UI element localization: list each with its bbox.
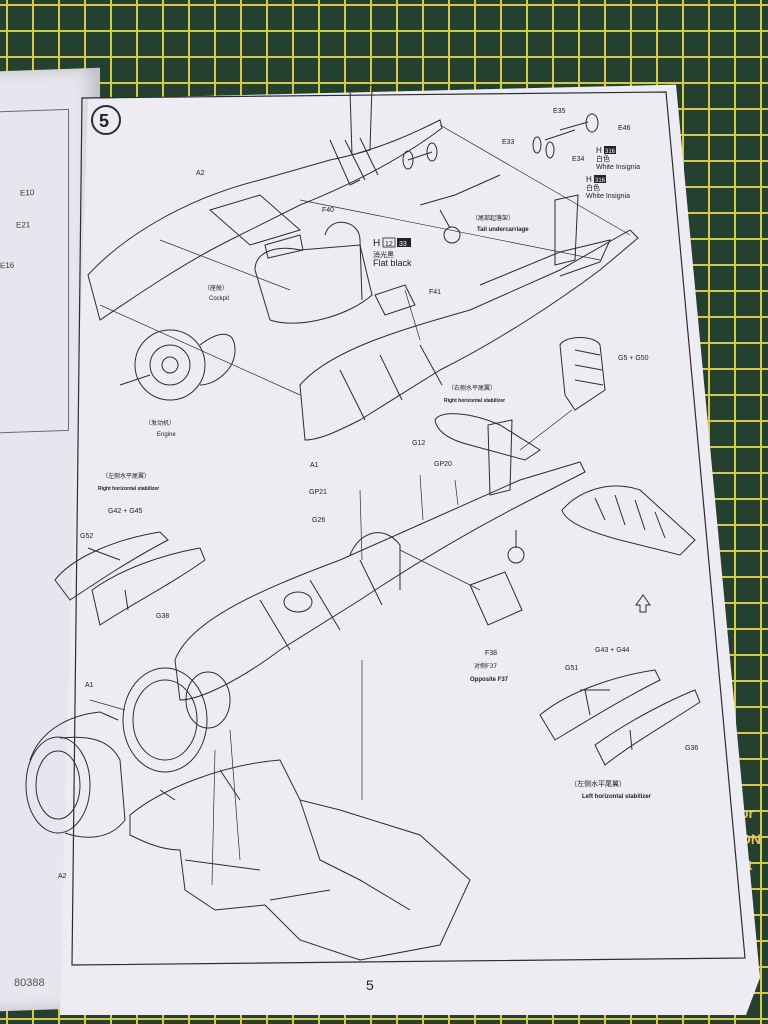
label-h12-code-b: 33 bbox=[399, 241, 407, 248]
label-right-stab-cn-top: （右侧水平尾翼） bbox=[448, 384, 496, 392]
cowling bbox=[25, 667, 231, 838]
label-left-stab: Left horizontal stabilizer bbox=[582, 794, 652, 800]
label-g5-g50: G5 + G50 bbox=[618, 355, 649, 362]
label-g12: G12 bbox=[412, 440, 425, 447]
label-left-stab-cn: （左侧水平尾翼） bbox=[570, 779, 626, 788]
small-parts-e33-e46 bbox=[532, 113, 599, 159]
label-cockpit-cn: （座舱） bbox=[204, 284, 228, 292]
label-g52: G52 bbox=[80, 533, 93, 540]
part-f38 bbox=[469, 571, 523, 626]
label-white-cn-top: 白色 bbox=[596, 154, 610, 163]
label-g26: G26 bbox=[312, 517, 325, 524]
right-outer-wing bbox=[561, 485, 696, 556]
fuselage-half-upper bbox=[299, 194, 639, 441]
label-gp21: GP21 bbox=[309, 489, 327, 496]
lower-center-wing bbox=[129, 759, 471, 961]
labels: E35 E46 E33 E34 H 316 白色 White Insignia … bbox=[58, 108, 698, 880]
label-h316-top-code: 316 bbox=[605, 149, 616, 155]
label-opposite-f37: Opposite F37 bbox=[470, 677, 509, 683]
label-e34: E34 bbox=[572, 156, 585, 163]
label-g51: G51 bbox=[565, 665, 578, 672]
step-badge: 5 bbox=[91, 105, 121, 135]
page-frame bbox=[71, 91, 746, 966]
label-a1-bot: A1 bbox=[85, 682, 94, 689]
label-white-insignia-bot: White Insignia bbox=[586, 193, 630, 200]
label-f40: F40 bbox=[322, 207, 334, 214]
label-engine: Engine bbox=[157, 432, 176, 438]
color-code-box bbox=[382, 237, 396, 248]
direction-arrow-icon bbox=[635, 594, 651, 613]
label-gp20: GP20 bbox=[434, 461, 452, 468]
label-e35: E35 bbox=[553, 108, 566, 115]
label-g43-g44: G43 + G44 bbox=[595, 647, 630, 654]
label-h316-bot: H bbox=[586, 175, 592, 184]
label-engine-cn: （发动机） bbox=[145, 419, 175, 427]
label-flat-black-cn: 消光黑 bbox=[373, 250, 394, 259]
label-a2-top: A2 bbox=[196, 170, 205, 177]
label-a1-top: A1 bbox=[310, 462, 319, 469]
color-code-box bbox=[604, 146, 616, 154]
upper-fuselage-half bbox=[87, 84, 443, 321]
label-opposite-cn: 对侧F37 bbox=[474, 662, 497, 670]
label-right-stab-top: Right horizontal stabilizer bbox=[444, 398, 505, 404]
label-h316-top: H bbox=[596, 146, 602, 155]
rudder bbox=[559, 337, 606, 411]
label-h316-bot-code: 316 bbox=[595, 178, 606, 184]
label-a2-bot: A2 bbox=[58, 873, 67, 880]
right-horizontal-stabilizer-top bbox=[434, 413, 541, 461]
label-g38: G38 bbox=[156, 613, 169, 620]
color-code-box bbox=[397, 238, 411, 247]
label-tail-cn: （尾部起落架） bbox=[472, 214, 514, 222]
left-horizontal-stabilizer bbox=[539, 669, 701, 766]
label-g42-g45: G42 + G45 bbox=[108, 508, 143, 515]
guide-lines bbox=[89, 124, 631, 886]
label-right-stab-left: Right horizontal stabilizer bbox=[98, 486, 159, 492]
label-g36: G36 bbox=[685, 745, 698, 752]
fuselage-assembled bbox=[174, 419, 586, 701]
step-number: 5 bbox=[99, 111, 109, 131]
page-number: 5 bbox=[366, 977, 374, 993]
label-cockpit: Cockpit bbox=[209, 296, 229, 302]
left-side-stabilizer bbox=[54, 531, 206, 626]
label-h12-code-a: 12 bbox=[385, 241, 393, 248]
label-f41: F41 bbox=[429, 289, 441, 296]
radial-engine bbox=[119, 329, 236, 401]
label-e46: E46 bbox=[618, 125, 631, 132]
label-right-stab-cn-left: （左侧水平尾翼） bbox=[102, 472, 150, 480]
label-white-cn-bot: 白色 bbox=[586, 183, 600, 192]
kit-number: 80388 bbox=[14, 977, 45, 989]
tail-undercarriage bbox=[402, 142, 501, 244]
label-white-insignia-top: White Insignia bbox=[596, 164, 640, 171]
cockpit-assembly bbox=[254, 221, 416, 324]
color-code-box bbox=[594, 175, 606, 183]
label-h12: H bbox=[373, 238, 380, 249]
label-e33: E33 bbox=[502, 139, 515, 146]
label-f38: F38 bbox=[485, 650, 497, 657]
label-flat-black: Flat black bbox=[373, 258, 412, 268]
label-tail-undercarriage: Tail undercarriage bbox=[477, 227, 529, 233]
